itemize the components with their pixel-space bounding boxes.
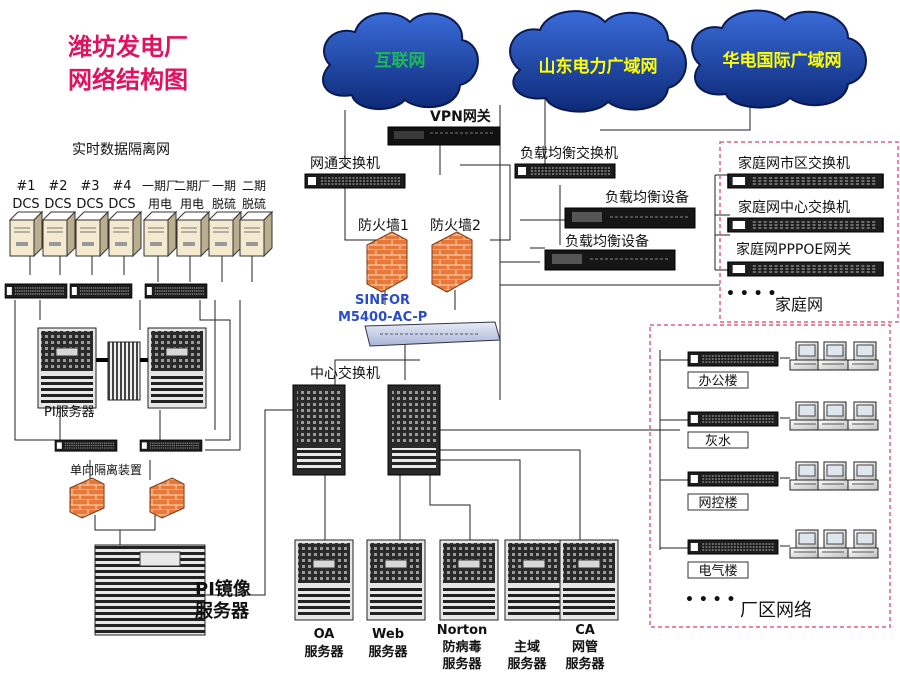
server-1-line1: OA [314,627,335,642]
firewall-1-label: 防火墙1 [358,218,409,234]
sinfor-label-line1: SINFOR [355,293,410,308]
norton-server [439,539,499,621]
dcs-7-bottom: 脱硫 [212,196,236,211]
plant-network-group: 办公楼 灰水 网控楼 电气楼 • • • • 厂区网络 [649,324,891,628]
load-balance-switch-label: 负载均衡交换机 [520,145,618,162]
netcontrol-pcs [789,461,879,491]
dcs-6-bottom: 用电 [180,197,204,211]
building-electrical-label: 电气楼 [698,563,737,579]
cloud-huadian: 华电国际广域网 [691,9,867,109]
pi-mirror-label-line2: 服务器 [195,600,250,622]
diagram-title-line2: 网络结构图 [68,66,188,94]
oneway-firewall-left [69,477,105,519]
dcs-4-bottom: DCS [108,197,135,212]
building-ash-water-label: 灰水 [705,434,731,449]
ash-water-pcs [789,401,879,431]
home-switch-city-label: 家庭网市区交换机 [738,155,850,172]
dcs-8-bottom: 脱硫 [242,196,266,211]
wangtong-switch-label: 网通交换机 [310,155,380,172]
home-network-label: 家庭网 [775,295,823,314]
home-network-group: 家庭网市区交换机 家庭网中心交换机 家庭网PPPOE网关 • • • • 家庭网 [719,141,899,323]
server-1-line2: 服务器 [304,644,344,660]
building-office-label: 办公楼 [698,374,737,389]
server-3-line3: 服务器 [442,656,482,672]
dcs-3-top: #3 [80,179,99,194]
dcs-6-top: 二期厂 [174,179,210,193]
sinfor-label-line2: M5400-AC-P [338,310,427,325]
server-5-line1: CA [575,623,595,638]
core-switch-label: 中心交换机 [310,365,380,382]
office-pcs [789,341,879,371]
pi-server-label: PI服务器 [44,404,95,420]
server-4-line2: 服务器 [507,656,547,672]
server-5-line3: 服务器 [565,656,605,672]
dcs-1-bottom: DCS [12,197,39,212]
vpn-gateway: VPN网关 [387,108,501,146]
domain-server [504,539,564,621]
cloud-shandong-power: 山东电力广域网 [509,10,687,113]
core-switch-right [387,384,441,476]
firewall-1: 防火墙1 [358,218,409,293]
wangtong-switch: 网通交换机 [304,155,406,189]
oa-server [294,539,354,621]
realtime-switches [4,283,208,299]
dcs-2-bottom: DCS [44,197,71,212]
cloud-internet-label: 互联网 [375,51,426,71]
dcs-3-bottom: DCS [76,197,103,212]
oneway-firewall-right [149,477,185,519]
plant-network-dots: • • • • [685,592,735,608]
oneway-device-label: 单向隔离装置 [70,462,142,477]
server-5-line2: 网管 [572,639,598,655]
server-2-line1: Web [372,627,404,642]
diagram-title-line1: 潍坊发电厂 [68,33,188,61]
realtime-network-label: 实时数据隔离网 [72,141,170,158]
load-balance-device-2-label: 负载均衡设备 [565,233,649,250]
dcs-4-top: #4 [112,179,131,194]
pi-mirror-label-line1: PI镜像 [195,578,252,600]
dcs-labels: #1 DCS #2 DCS #3 DCS #4 DCS 一期厂 用电 二期厂 用… [12,179,266,212]
load-balance-device-1-label: 负载均衡设备 [605,189,689,206]
vpn-gateway-label: VPN网关 [430,108,491,125]
cloud-shandong-label: 山东电力广域网 [539,56,658,77]
dcs-7-top: 一期 [212,179,236,193]
server-4-line1: 主域 [514,639,540,655]
building-netcontrol-label: 网控楼 [698,496,737,511]
bottom-servers [294,539,619,621]
ca-server [559,539,619,621]
cloud-huadian-label: 华电国际广域网 [723,50,842,71]
dcs-5-top: 一期厂 [142,179,178,193]
core-switch-left [292,384,346,476]
firewall-2: 防火墙2 [430,218,481,293]
dcs-1-top: #1 [16,179,35,194]
server-3-line2: 防病毒 [442,639,481,655]
web-server [366,539,426,621]
cloud-internet: 互联网 [322,12,479,111]
dcs-2-top: #2 [48,179,67,194]
home-switch-center-label: 家庭网中心交换机 [738,199,850,216]
pi-server-cluster: PI服务器 [37,327,207,420]
plant-network-label: 厂区网络 [740,600,812,621]
bottom-server-labels: OA 服务器 Web 服务器 Norton 防病毒 服务器 主域 服务器 CA … [304,623,605,672]
pi-bottom-switches [54,439,203,452]
load-balance-device-1: 负载均衡设备 [564,189,696,229]
load-balance-device-2: 负载均衡设备 [544,233,676,271]
electrical-pcs [789,529,879,559]
dcs-8-top: 二期 [242,179,266,193]
load-balance-switch: 负载均衡交换机 [514,145,618,179]
firewall-2-label: 防火墙2 [430,218,481,234]
pi-mirror-server: PI镜像 服务器 [94,544,252,636]
home-network-dots: • • • • [726,286,776,302]
dcs-workstations [9,211,273,257]
sinfor-device: SINFOR M5400-AC-P [338,293,501,347]
dcs-5-bottom: 用电 [148,197,172,211]
server-3-line1: Norton [437,623,488,638]
home-pppoe-label: 家庭网PPPOE网关 [736,241,851,258]
server-2-line2: 服务器 [368,644,408,660]
